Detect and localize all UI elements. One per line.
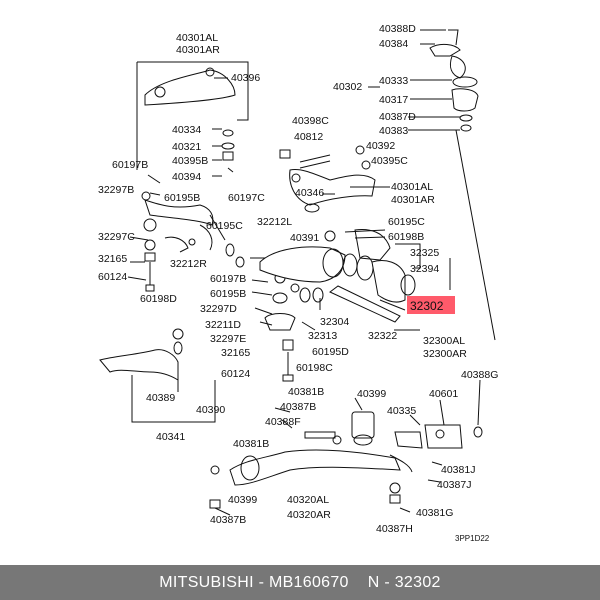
part-label: 32165 bbox=[221, 347, 250, 359]
part-label: 60124 bbox=[221, 368, 250, 380]
part-label: 60197B bbox=[112, 159, 148, 171]
part-label: 32325 bbox=[410, 247, 439, 259]
part-label: 40381J bbox=[441, 464, 475, 476]
footer-ref-label: N bbox=[367, 573, 380, 591]
diagram-code: 3PP1D22 bbox=[455, 534, 490, 543]
part-label: 40395B bbox=[172, 155, 208, 167]
part-label: 40320AR bbox=[287, 509, 331, 521]
part-label: 32211D bbox=[205, 319, 241, 331]
part-label: 32300AL bbox=[423, 335, 465, 347]
part-label: 60198D bbox=[140, 293, 177, 305]
part-label: 32300AR bbox=[423, 348, 467, 360]
part-label: 60195D bbox=[312, 346, 349, 358]
part-label: 32165 bbox=[98, 253, 127, 265]
part-label: 40301AR bbox=[176, 44, 220, 56]
part-label: 40381G bbox=[416, 507, 453, 519]
part-label: 40381B bbox=[233, 438, 269, 450]
part-label: 32297B bbox=[98, 184, 134, 196]
part-label: 32297E bbox=[210, 333, 246, 345]
part-label: 60197C bbox=[228, 192, 265, 204]
part-label: 40334 bbox=[172, 124, 201, 136]
part-label: 40301AR bbox=[391, 194, 435, 206]
part-label: 40384 bbox=[379, 38, 408, 50]
part-label: 60198B bbox=[388, 231, 424, 243]
part-label: 40392 bbox=[366, 140, 395, 152]
part-label: 40394 bbox=[172, 171, 201, 183]
footer-separator: - bbox=[253, 573, 269, 591]
part-label: 40387J bbox=[437, 479, 471, 491]
part-label: 40398C bbox=[292, 115, 329, 127]
part-label: 40346 bbox=[295, 187, 324, 199]
footer-brand: MITSUBISHI bbox=[159, 573, 254, 591]
part-label: 40396 bbox=[231, 72, 260, 84]
part-label: 40301AL bbox=[176, 32, 218, 44]
part-label: 32212R bbox=[170, 258, 207, 270]
part-label: 40333 bbox=[379, 75, 408, 87]
highlight-box bbox=[407, 296, 455, 314]
part-label: 40301AL bbox=[391, 181, 433, 193]
part-label: 40387D bbox=[379, 111, 416, 123]
part-label: 60195B bbox=[164, 192, 200, 204]
part-label: 40381B bbox=[288, 386, 324, 398]
upper-arm-box bbox=[136, 61, 249, 170]
part-label: 60195C bbox=[388, 216, 425, 228]
part-label: 40335 bbox=[387, 405, 416, 417]
part-label: 60124 bbox=[98, 271, 127, 283]
part-label: 40320AL bbox=[287, 494, 329, 506]
footer-ref-value: 32302 bbox=[394, 573, 441, 591]
part-label: 40321 bbox=[172, 141, 201, 153]
part-label: 40383 bbox=[379, 125, 408, 137]
part-label: 40390 bbox=[196, 404, 225, 416]
footer-separator: - bbox=[379, 573, 395, 591]
parts-diagram: 40301AL 40301AR 40396 40334 40321 40395B… bbox=[98, 23, 498, 543]
part-label: 40388F bbox=[265, 416, 301, 428]
part-label: 60195B bbox=[210, 288, 246, 300]
footer-bar: MITSUBISHI - MB160670 N - 32302 bbox=[0, 565, 600, 600]
part-label: 32297D bbox=[200, 303, 237, 315]
part-label: 40387B bbox=[280, 401, 316, 413]
part-label: 32313 bbox=[308, 330, 337, 342]
part-label: 32212L bbox=[257, 216, 292, 228]
part-label: 40399 bbox=[357, 388, 386, 400]
part-label: 40812 bbox=[294, 131, 323, 143]
part-label: 40389 bbox=[146, 392, 175, 404]
part-label: 40341 bbox=[156, 431, 185, 443]
part-label: 32304 bbox=[320, 316, 349, 328]
part-label: 32394 bbox=[410, 263, 439, 275]
part-label: 60195C bbox=[206, 220, 243, 232]
footer-part-number: MB160670 bbox=[268, 573, 349, 591]
part-label: 32297C bbox=[98, 231, 135, 243]
part-label: 60197B bbox=[210, 273, 246, 285]
part-label: 40302 bbox=[333, 81, 362, 93]
part-label: 40399 bbox=[228, 494, 257, 506]
part-label: 40395C bbox=[371, 155, 408, 167]
part-label: 32322 bbox=[368, 330, 397, 342]
part-label: 40387B bbox=[210, 514, 246, 526]
part-label: 40387H bbox=[376, 523, 413, 535]
part-label: 40391 bbox=[290, 232, 319, 244]
part-label: 40388D bbox=[379, 23, 416, 35]
part-label: 40317 bbox=[379, 94, 408, 106]
highlight-label: 32302 bbox=[410, 299, 444, 313]
part-label: 40601 bbox=[429, 388, 458, 400]
part-label: 40388G bbox=[461, 369, 498, 381]
part-label: 60198C bbox=[296, 362, 333, 374]
